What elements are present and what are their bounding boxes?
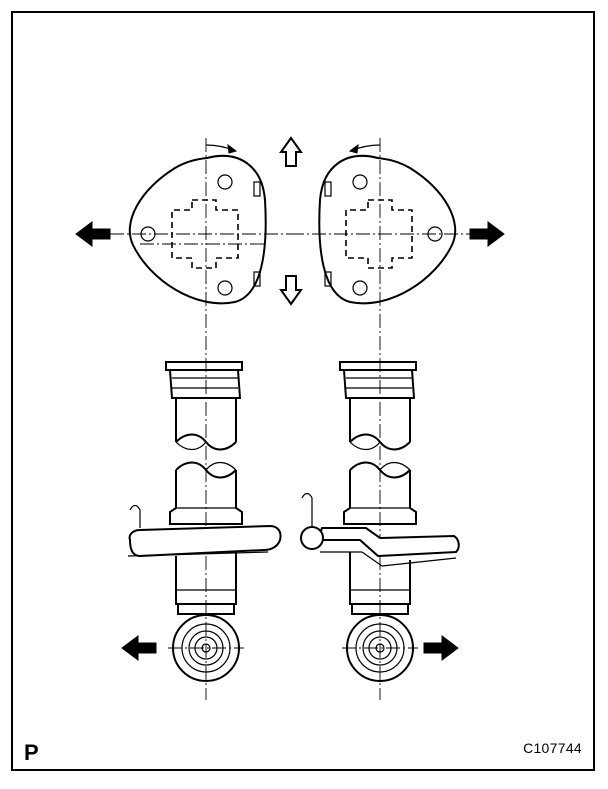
arrow-right-solid-icon: [469, 221, 505, 247]
arrow-up-outline-icon: [279, 136, 303, 167]
figure-code: C107744: [523, 740, 582, 756]
diagram-frame: [11, 11, 595, 771]
arrow-left-solid-icon: [75, 221, 111, 247]
corner-label: P: [24, 740, 39, 765]
right-shock-upper: [339, 361, 417, 451]
right-mount-plate: [318, 154, 457, 305]
left-shock-lower: [127, 461, 282, 682]
arrow-left-solid-icon: [121, 635, 157, 661]
rotation-arrow-icon: [205, 143, 381, 154]
left-shock-upper: [165, 361, 243, 451]
right-shock-lower: [300, 461, 460, 682]
leader-mark: [301, 492, 313, 526]
leader-mark: [129, 504, 141, 528]
arrow-down-outline-icon: [279, 275, 303, 306]
arrow-right-solid-icon: [423, 635, 459, 661]
left-mount-plate: [128, 154, 267, 305]
